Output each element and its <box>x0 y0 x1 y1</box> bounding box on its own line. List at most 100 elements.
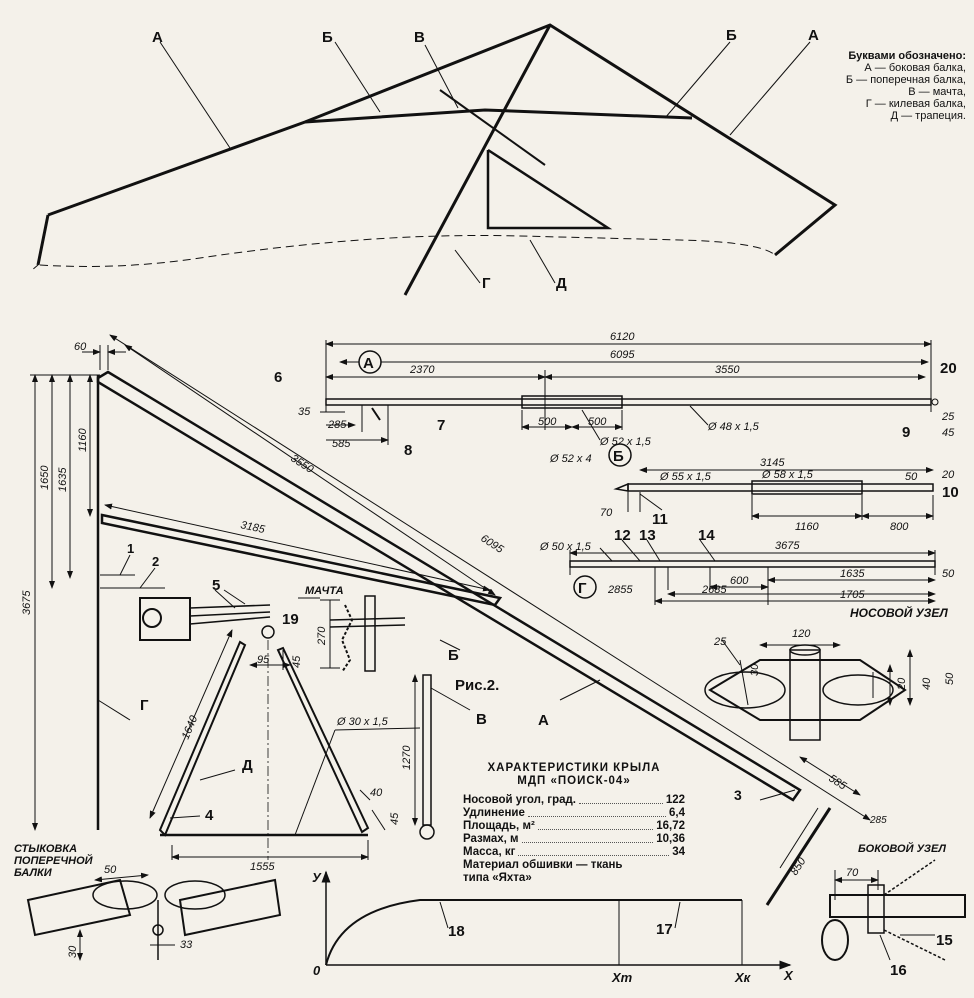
label-1: 1 <box>127 541 134 556</box>
beam-g-badge: Г <box>573 575 597 599</box>
trailing-edge-dashed <box>39 235 776 267</box>
side-node-title: БОКОВОЙ УЗЕЛ <box>858 842 946 855</box>
label-4: 4 <box>205 807 214 824</box>
spec-leader <box>518 846 670 856</box>
mast-title: МАЧТА <box>305 585 344 597</box>
label-b-plan: Б <box>448 647 459 664</box>
label-8: 8 <box>404 442 412 459</box>
dim-35: 35 <box>298 406 311 418</box>
dim-2855: 2855 <box>607 584 633 596</box>
dim-1705: 1705 <box>840 589 865 601</box>
dim-40-trap: 40 <box>370 787 383 799</box>
dim-45b-trap: 45 <box>389 812 401 825</box>
dim-50-nose: 50 <box>944 672 956 685</box>
beam-a-badge: А <box>358 350 382 374</box>
dim-1650: 1650 <box>39 465 51 490</box>
label-9: 9 <box>902 424 910 441</box>
dim-1640: 1640 <box>180 713 201 741</box>
dim-585: 585 <box>332 438 351 450</box>
label-15: 15 <box>936 932 953 949</box>
beam-g-badge-letter: Г <box>578 580 587 597</box>
wing-letter-labels: А Б В Б А Г Д <box>152 27 819 292</box>
label-d: Д <box>556 275 567 292</box>
beam-b-badge-letter: Б <box>613 448 624 465</box>
legend-item-b: Б — поперечная балка, <box>845 74 966 86</box>
label-20: 20 <box>940 360 957 377</box>
label-12: 12 <box>614 527 631 544</box>
dim-25: 25 <box>941 411 955 423</box>
nose-node-drawing <box>704 639 913 741</box>
spec-value: 6,4 <box>669 807 685 819</box>
dim-3675-g: 3675 <box>775 540 800 552</box>
dim-285: 285 <box>327 419 347 431</box>
specs-material-2: типа «Яхта» <box>463 872 532 884</box>
mast-detail-drawing <box>139 589 406 673</box>
trapeze-drawing <box>149 629 471 860</box>
label-13: 13 <box>639 527 656 544</box>
axis-x: Х <box>783 968 794 983</box>
label-d-trap: Д <box>242 757 253 774</box>
mast-v <box>439 89 546 166</box>
joint-title-1: СТЫКОВКА <box>14 843 77 855</box>
dim-50-b: 50 <box>905 471 918 483</box>
label-19: 19 <box>282 611 299 628</box>
spec-value: 34 <box>672 846 685 858</box>
dim-45: 45 <box>942 427 955 439</box>
tube-52x4: Ø 52 x 4 <box>549 453 592 465</box>
dim-70-side: 70 <box>846 867 859 879</box>
dim-6095: 6095 <box>478 532 506 556</box>
beam-b-dimensions: Ø 52 x 4 3145 Ø 55 x 1,5 Ø 58 x 1,5 50 2… <box>549 453 959 533</box>
tube-55: Ø 55 x 1,5 <box>659 471 712 483</box>
beam-b-drawing <box>613 467 934 520</box>
spec-label: Размах, м <box>463 833 519 845</box>
tube-58: Ø 58 x 1,5 <box>761 469 814 481</box>
specs-title-2: МДП «ПОИСК-04» <box>517 775 631 787</box>
dim-1160: 1160 <box>77 427 89 452</box>
trapeze-d <box>486 148 613 230</box>
label-18: 18 <box>448 923 465 940</box>
label-b-right: Б <box>726 27 737 44</box>
label-3: 3 <box>734 787 742 803</box>
spec-value: 16,72 <box>656 820 685 832</box>
side-beam-a <box>96 370 802 802</box>
leading-edge <box>47 23 838 257</box>
crossbeam-b <box>100 513 503 607</box>
dim-600: 600 <box>730 575 749 587</box>
half-wing-plan <box>30 334 871 906</box>
label-v-mast: В <box>476 711 487 728</box>
specs-title-1: ХАРАКТЕРИСТИКИ КРЫЛА <box>487 762 661 774</box>
dim-1160-b: 1160 <box>795 521 820 533</box>
label-11: 11 <box>652 511 668 528</box>
tube-52: Ø 52 x 1,5 <box>599 436 652 448</box>
beam-a-badge-letter: А <box>363 355 374 372</box>
legend-item-g: Г — килевая балка, <box>865 98 966 110</box>
side-node-drawing <box>821 859 966 961</box>
dim-3550: 3550 <box>715 364 740 376</box>
dim-585-plan: 585 <box>826 772 849 793</box>
dim-1555: 1555 <box>250 861 275 873</box>
label-10: 10 <box>942 484 959 501</box>
dim-45-trap: 45 <box>291 655 303 668</box>
dim-30-joint: 30 <box>67 945 79 958</box>
dim-40-nose: 40 <box>921 677 933 690</box>
joint-title-3: БАЛКИ <box>14 867 53 879</box>
spec-label: Носовой угол, град. <box>463 794 576 806</box>
tube-30: Ø 30 x 1,5 <box>336 716 389 728</box>
dim-60: 60 <box>74 341 87 353</box>
keel-g <box>403 24 552 296</box>
origin: 0 <box>313 963 321 978</box>
dim-2370: 2370 <box>409 364 435 376</box>
spec-leader <box>578 794 663 804</box>
label-v: В <box>414 29 425 46</box>
label-g-plan: Г <box>140 697 149 714</box>
label-a-left: А <box>152 29 163 46</box>
dim-50-g: 50 <box>942 568 955 580</box>
dim-850: 850 <box>788 855 809 878</box>
spec-value: 10,36 <box>656 833 685 845</box>
dim-30-nose: 30 <box>749 663 761 676</box>
